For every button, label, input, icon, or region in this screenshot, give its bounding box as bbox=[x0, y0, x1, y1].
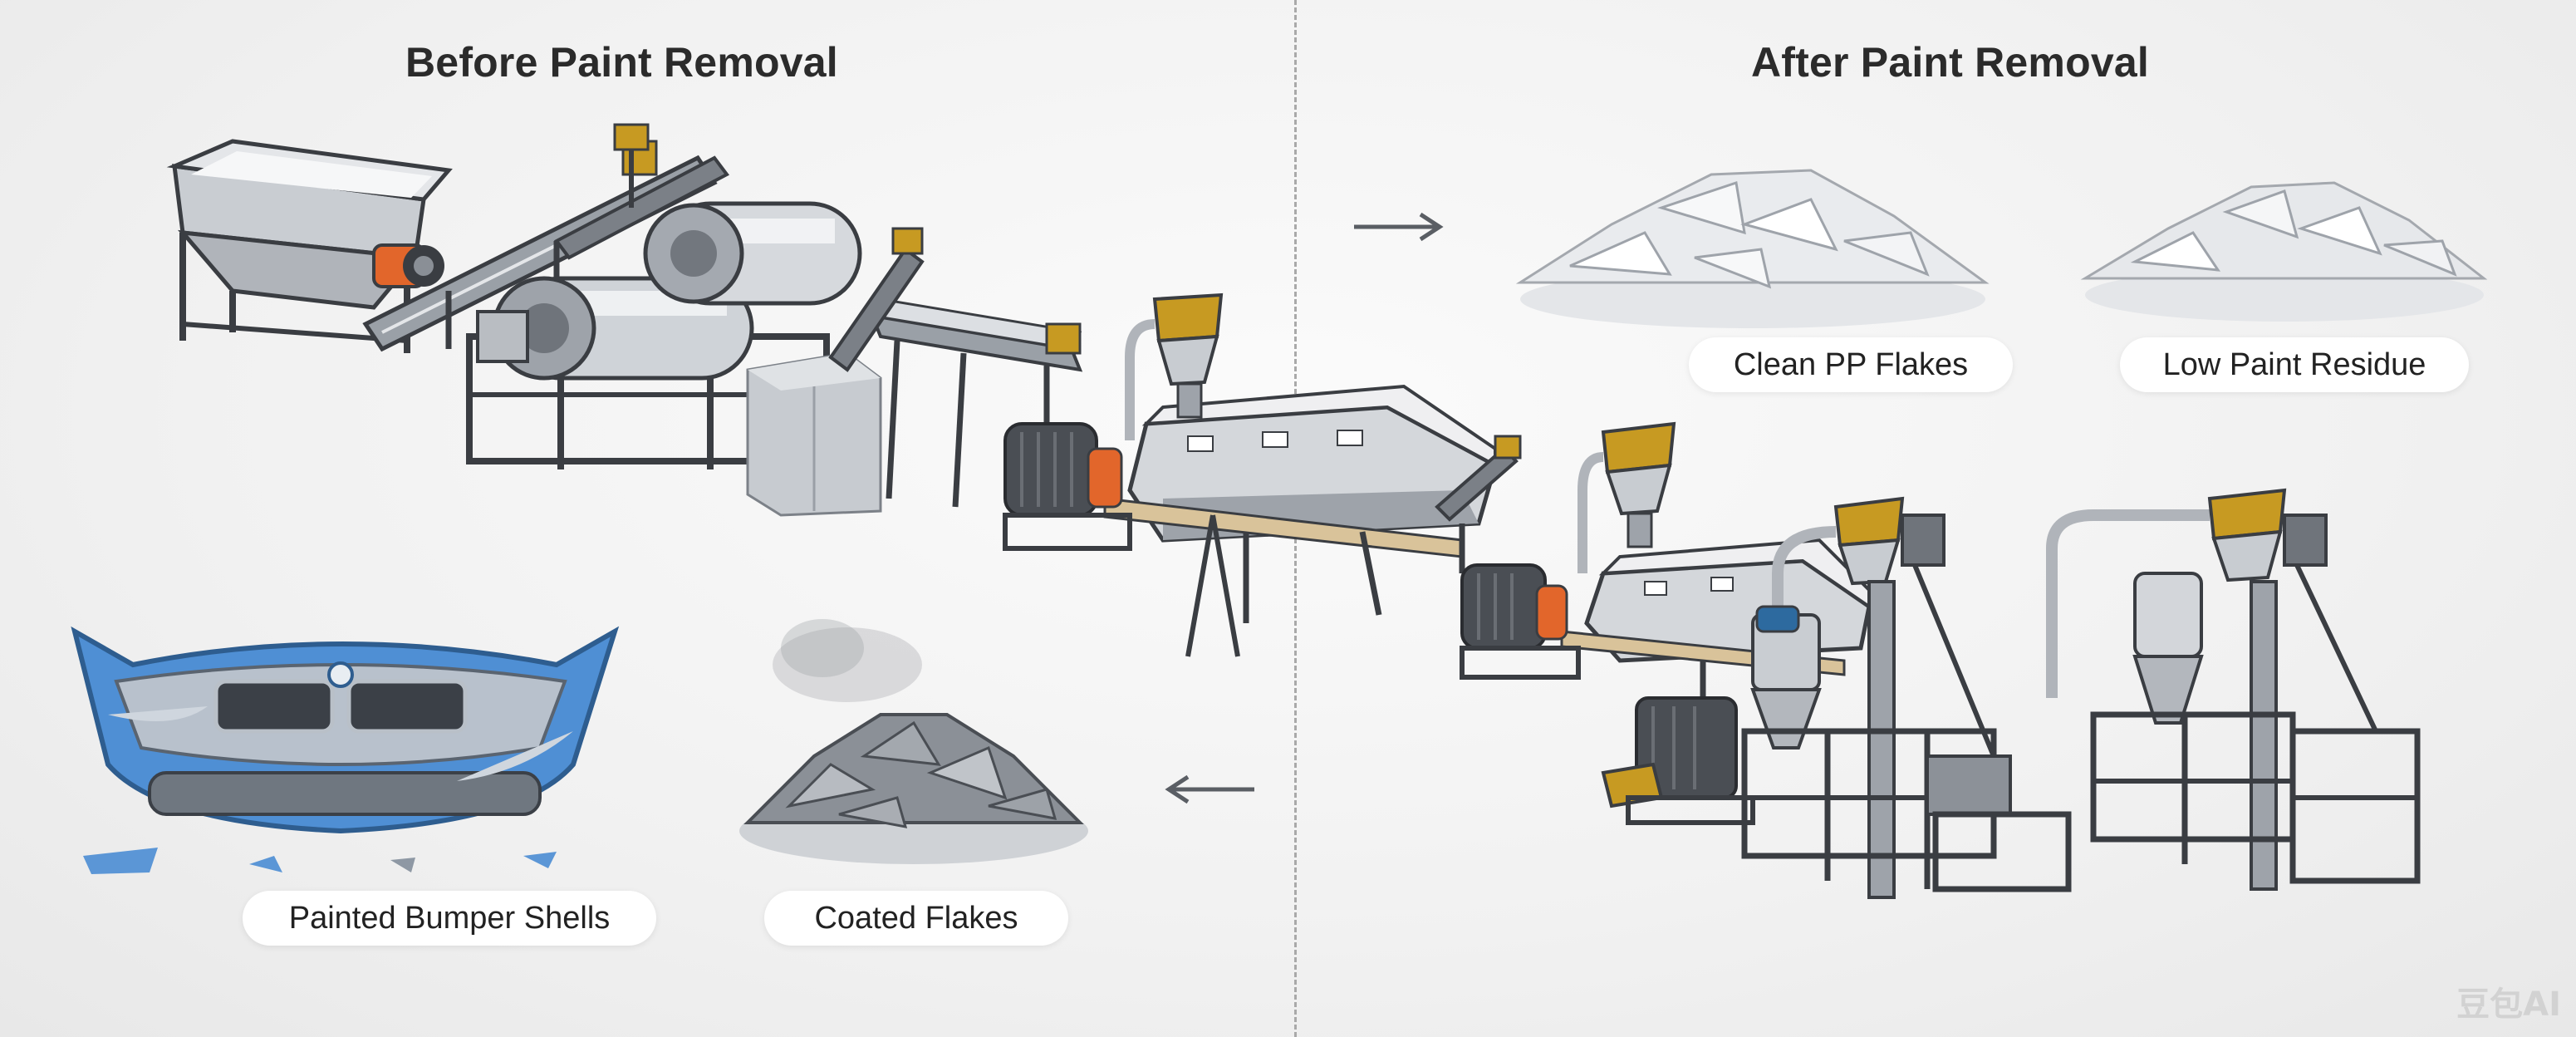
painted-bumper-image bbox=[71, 626, 620, 874]
crusher-unit bbox=[1601, 696, 1755, 825]
low-residue-pile bbox=[2080, 181, 2488, 322]
control-cabinet bbox=[746, 351, 882, 517]
screw-hopper-1 bbox=[1125, 292, 1224, 440]
top-feeder-arm bbox=[553, 123, 730, 260]
coated-flakes-pile bbox=[739, 713, 1088, 864]
low-residue-label: Low Paint Residue bbox=[2120, 337, 2469, 392]
screw-extruder-1 bbox=[1003, 384, 1498, 657]
watermark-text: 豆包AI bbox=[2456, 985, 2561, 1024]
screw-hopper-2 bbox=[1577, 421, 1676, 573]
clean-flakes-pile bbox=[1515, 169, 1990, 328]
coated-flakes-label: Coated Flakes bbox=[764, 891, 1068, 946]
after-title: After Paint Removal bbox=[1751, 39, 2149, 86]
twin-drum-washer bbox=[466, 201, 862, 469]
painted-bumper-label: Painted Bumper Shells bbox=[243, 891, 656, 946]
cyclone-station-2 bbox=[2046, 488, 2421, 891]
cyclone-station-1 bbox=[1741, 496, 2072, 899]
before-title: Before Paint Removal bbox=[405, 39, 838, 86]
arrow-left-icon bbox=[1165, 774, 1254, 804]
hopper-motor bbox=[372, 243, 444, 288]
conveyor-arm-left bbox=[828, 227, 925, 372]
dust-cloud bbox=[773, 619, 922, 702]
outlet-arm-1 bbox=[1435, 435, 1522, 522]
clean-flakes-label: Clean PP Flakes bbox=[1689, 337, 2013, 392]
arrow-right-icon bbox=[1354, 212, 1444, 242]
feed-hopper bbox=[166, 139, 453, 353]
